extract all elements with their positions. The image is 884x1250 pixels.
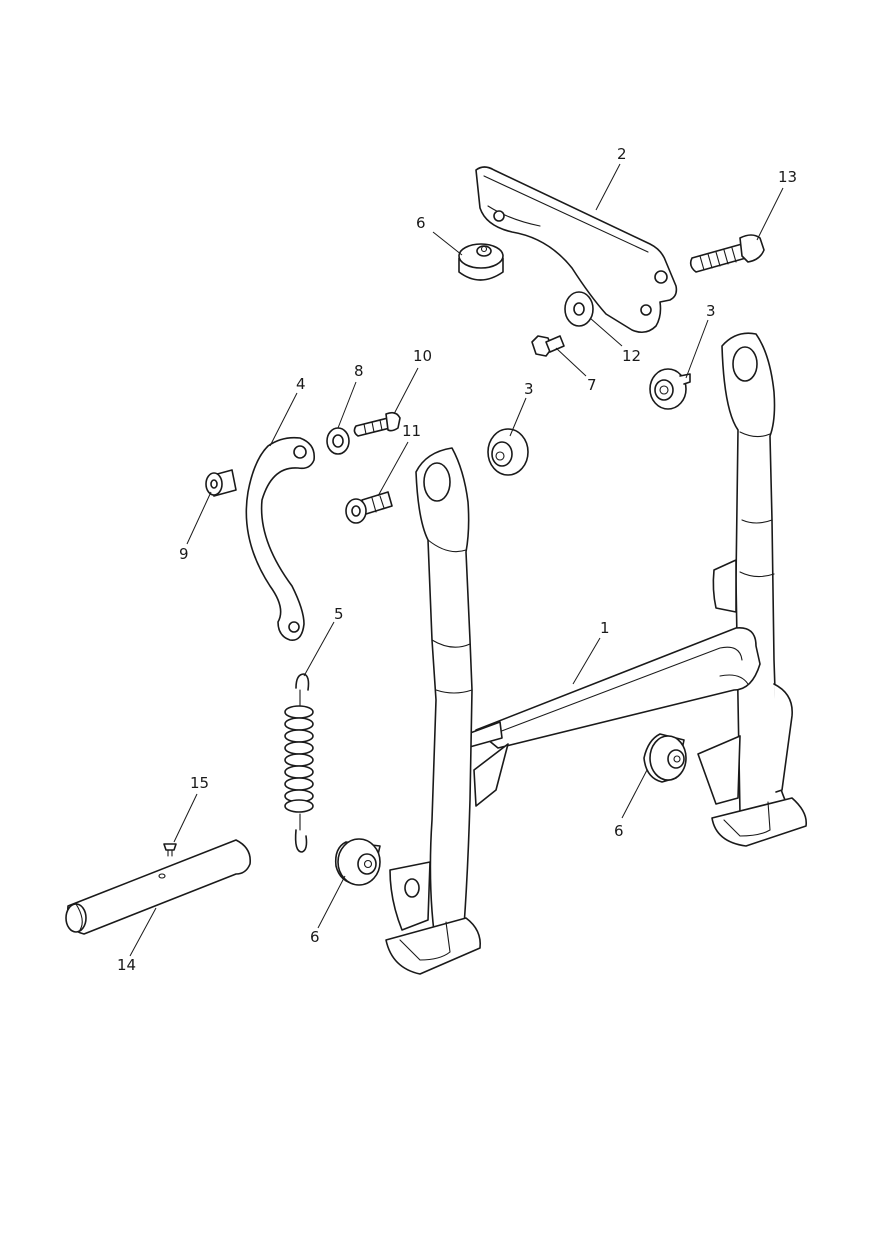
part-cap-screw (345, 491, 393, 524)
part-flange-bolt (531, 335, 565, 357)
part-long-bolt (689, 234, 765, 273)
callout-11: 11 (402, 422, 421, 440)
callout-7: 7 (587, 376, 597, 394)
part-return-spring (284, 673, 314, 853)
part-pivot-tube (65, 839, 252, 935)
callout-1: 1 (600, 619, 610, 637)
part-bush-right (649, 368, 691, 410)
callout-4: 4 (296, 375, 306, 393)
part-nut (326, 427, 350, 455)
callout-15: 15 (190, 774, 209, 792)
part-rubber-bump-bottom (334, 838, 381, 886)
callout-3-right: 3 (706, 302, 716, 320)
callout-6-top: 6 (416, 214, 426, 232)
callout-10: 10 (413, 347, 432, 365)
callout-labels: 1 2 3 3 4 5 6 6 6 7 8 9 10 11 12 13 14 1… (117, 145, 797, 974)
part-washer (564, 291, 594, 327)
part-center-stand (385, 332, 808, 975)
callout-5: 5 (334, 605, 344, 623)
part-rubber-bump-right (643, 733, 687, 783)
part-bracket (475, 166, 678, 334)
part-spring-bracket (245, 436, 316, 641)
part-grub-screw (163, 843, 177, 857)
callout-6-bottom: 6 (310, 928, 320, 946)
part-spacer (205, 469, 237, 497)
callout-13: 13 (778, 168, 797, 186)
callout-3-center: 3 (524, 380, 534, 398)
part-bush-center (487, 428, 529, 476)
callout-12: 12 (622, 347, 641, 365)
callout-14: 14 (117, 956, 136, 974)
callout-2: 2 (617, 145, 627, 163)
leader-lines (129, 163, 784, 957)
callout-9: 9 (179, 545, 189, 563)
part-rubber-bump-top (458, 243, 504, 281)
callout-6-right: 6 (614, 822, 624, 840)
callout-8: 8 (354, 362, 364, 380)
part-bolt-10 (353, 411, 401, 437)
